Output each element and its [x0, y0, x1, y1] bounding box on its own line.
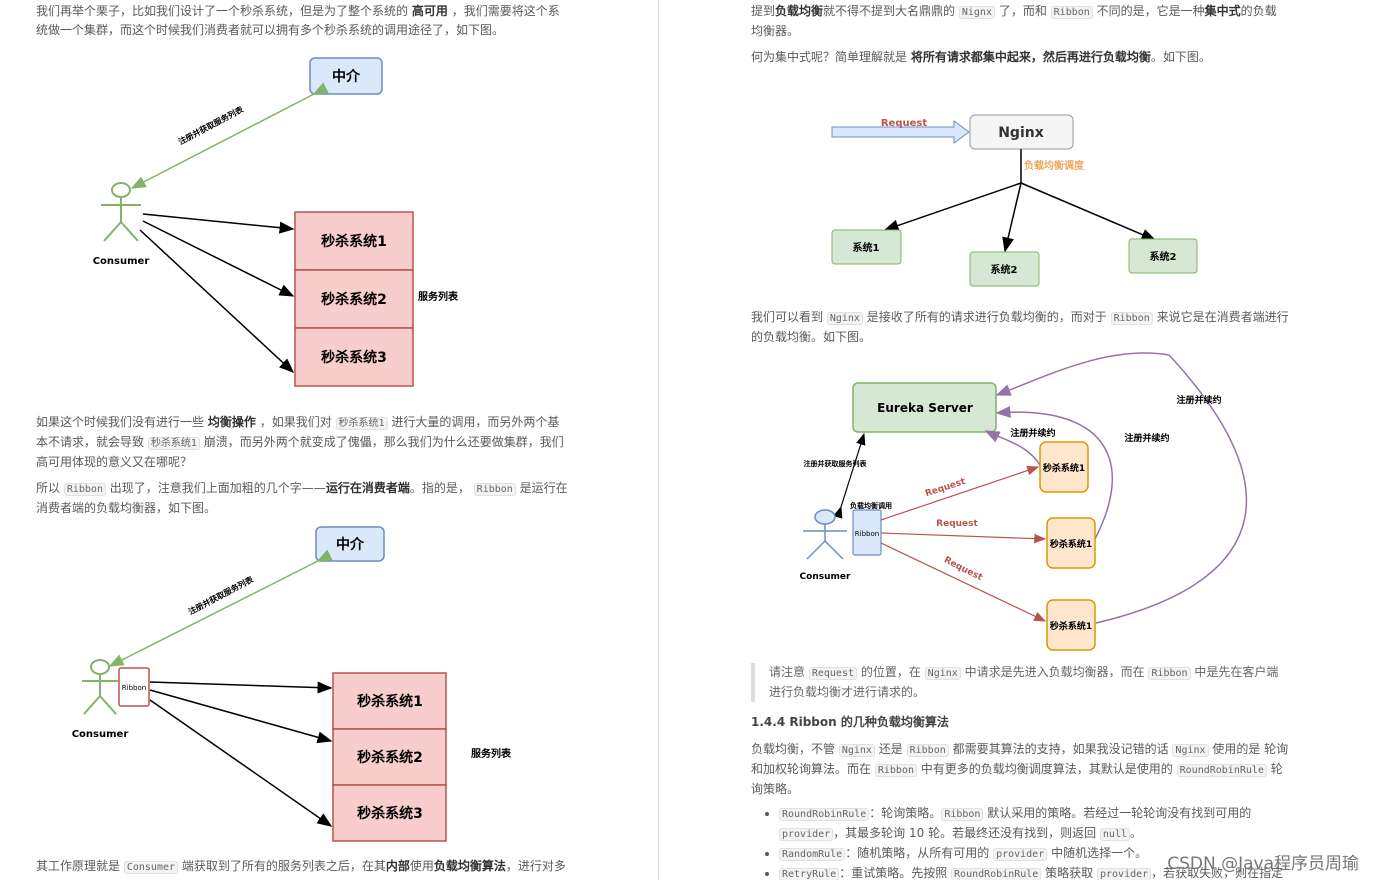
note-blockquote: 请注意 Request 的位置，在 Nginx 中请求是先进入负载均衡器，而在 … — [751, 663, 1279, 702]
list-item: RetryRule：重试策略。先按照 RoundRobinRule 策略获取 p… — [779, 864, 1289, 880]
request-arrow — [831, 120, 970, 144]
request-label-2: Request — [936, 519, 978, 529]
principle-paragraph: 其工作原理就是 Consumer 端获取到了所有的服务列表之后，在其内部使用负载… — [36, 859, 566, 874]
list-item: RandomRule：随机策略，从所有可用的 provider 中随机选择一个。 — [779, 844, 1289, 864]
ribbon-label-2: Ribbon — [855, 530, 879, 538]
renew-arrow-3 — [995, 352, 1248, 624]
service-list-label-2: 服务列表 — [471, 747, 512, 760]
broker-label-2: 中介 — [336, 536, 365, 553]
renew-arrow-2 — [995, 405, 1113, 542]
fetch-arrow — [833, 432, 866, 519]
call-arrow-3 — [139, 229, 295, 374]
section-heading: 1.4.4 Ribbon 的几种负载均衡算法 — [751, 715, 949, 729]
consumer-label: Consumer — [93, 256, 150, 267]
nginx-label: Nginx — [998, 125, 1044, 141]
service-2-label-2: 秒杀系统2 — [357, 749, 423, 766]
request-arrow-1 — [880, 465, 1040, 521]
request-arrow-3 — [880, 542, 1047, 622]
broker-label: 中介 — [332, 68, 361, 85]
call-arrow-4 — [149, 681, 333, 694]
right-page: 提到负载均衡就不得不提到大名鼎鼎的 Nignx 了，而和 Ribbon 不同的是… — [659, 0, 1375, 880]
ribbon-label: Ribbon — [122, 684, 146, 692]
system-box-1 — [831, 229, 902, 265]
fetch-label: 注册并获取服务列表 — [804, 459, 868, 468]
dispatch-arrow-2 — [1002, 182, 1022, 253]
system-label-3: 系统2 — [1150, 250, 1177, 263]
csdn-watermark: CSDN @Java程序员周瑜 — [1167, 854, 1359, 874]
ribbon-intro-paragraph: 所以 Ribbon 出现了，注意我们上面加粗的几个字——运行在消费者端。指的是，… — [36, 481, 568, 515]
register-arrow-label: 注册并获取服务列表 — [176, 104, 245, 147]
register-arrow-2 — [108, 549, 333, 667]
request-arrow-2 — [880, 532, 1047, 544]
call-arrow-6 — [149, 699, 333, 827]
call-arrow-2 — [142, 220, 295, 297]
consumer-label-3: Consumer — [800, 572, 851, 582]
service-1-label: 秒杀系统1 — [321, 233, 387, 250]
consumer-label-2: Consumer — [72, 729, 129, 740]
consumer-figure-icon — [101, 182, 141, 242]
seckill-label-3: 秒杀系统1 — [1050, 620, 1092, 632]
service-list — [294, 211, 414, 387]
ribbon-cluster-diagram: 中介 注册并获取服务列表 Ribbon Consumer 秒杀系统1 秒杀系统2… — [72, 526, 512, 842]
system-label-1: 系统1 — [853, 241, 880, 254]
strategy-list: RoundRobinRule：轮询策略。Ribbon 默认采用的策略。若经过一轮… — [751, 804, 1289, 880]
lb-call-label: 负载均衡调用 — [850, 501, 892, 510]
renew-label-1: 注册并续约 — [1010, 427, 1055, 439]
renew-label-3: 注册并续约 — [1176, 394, 1221, 406]
nginx-vs-ribbon-paragraph: 我们可以看到 Nginx 是接收了所有的请求进行负载均衡的，而对于 Ribbon… — [751, 310, 1289, 344]
eureka-ribbon-diagram: Eureka Server 注册并续约 注册并续约 注册并续约 注册并获取服务列… — [800, 352, 1248, 651]
service-2-label: 秒杀系统2 — [321, 291, 387, 308]
service-1-label-2: 秒杀系统1 — [357, 693, 423, 710]
service-3-label-2: 秒杀系统3 — [357, 805, 423, 822]
seckill-label-1: 秒杀系统1 — [1043, 462, 1085, 474]
service-list-label: 服务列表 — [418, 290, 459, 303]
dispatch-arrow-1 — [883, 182, 1022, 232]
centralized-paragraph: 何为集中式呢？简单理解就是 将所有请求都集中起来，然后再进行负载均衡。如下图。 — [751, 50, 1211, 64]
list-item: RoundRobinRule：轮询策略。Ribbon 默认采用的策略。若经过一轮… — [779, 804, 1289, 844]
left-page: 我们再举个栗子，比如我们设计了一个秒杀系统，但是为了整个系统的 高可用 ，我们需… — [0, 0, 658, 880]
request-label: Request — [881, 118, 927, 129]
register-arrow — [130, 82, 329, 189]
consumer-figure-icon-3 — [803, 509, 847, 560]
seckill-box-1 — [1039, 441, 1089, 493]
system-label-2: 系统2 — [991, 263, 1018, 276]
seckill-box-2 — [1046, 517, 1096, 569]
system-box-2 — [969, 251, 1040, 287]
algorithms-paragraph: 负载均衡，不管 Nginx 还是 Ribbon 都需要其算法的支持，如果我没记错… — [751, 742, 1289, 796]
renew-label-2: 注册并续约 — [1124, 432, 1169, 444]
nginx-diagram: Request Nginx 负载均衡调度 系统1 系统2 系统2 — [831, 114, 1198, 287]
request-label-1: Request — [924, 477, 967, 500]
nginx-intro-paragraph: 提到负载均衡就不得不提到大名鼎鼎的 Nignx 了，而和 Ribbon 不同的是… — [751, 4, 1277, 38]
eureka-server-label: Eureka Server — [877, 401, 973, 415]
call-arrow-5 — [149, 689, 333, 744]
broker-box-2 — [315, 526, 385, 562]
intro-paragraph: 我们再举个栗子，比如我们设计了一个秒杀系统，但是为了整个系统的 高可用 ，我们需… — [36, 4, 560, 37]
system-box-3 — [1128, 238, 1198, 274]
seckill-label-2: 秒杀系统1 — [1050, 538, 1092, 550]
page-divider — [658, 0, 659, 880]
call-arrow-1 — [142, 213, 295, 234]
lb-schedule-label: 负载均衡调度 — [1024, 159, 1085, 172]
cluster-diagram: 中介 注册并获取服务列表 Consumer 秒杀系统1 秒杀系统2 秒杀系统3 … — [93, 57, 459, 387]
ribbon-box — [118, 667, 150, 707]
renew-arrow-1 — [984, 430, 1042, 468]
dispatch-arrow-3 — [1020, 182, 1157, 241]
service-list-2 — [332, 672, 447, 842]
request-label-3: Request — [942, 555, 984, 583]
service-3-label: 秒杀系统3 — [321, 349, 387, 366]
problem-paragraph: 如果这个时候我们没有进行一些 均衡操作 ，如果我们对 秒杀系统1 进行大量的调用… — [36, 415, 564, 469]
consumer-figure-icon-2 — [82, 659, 118, 715]
seckill-box-3 — [1046, 599, 1096, 651]
ribbon-box-2 — [852, 509, 882, 556]
